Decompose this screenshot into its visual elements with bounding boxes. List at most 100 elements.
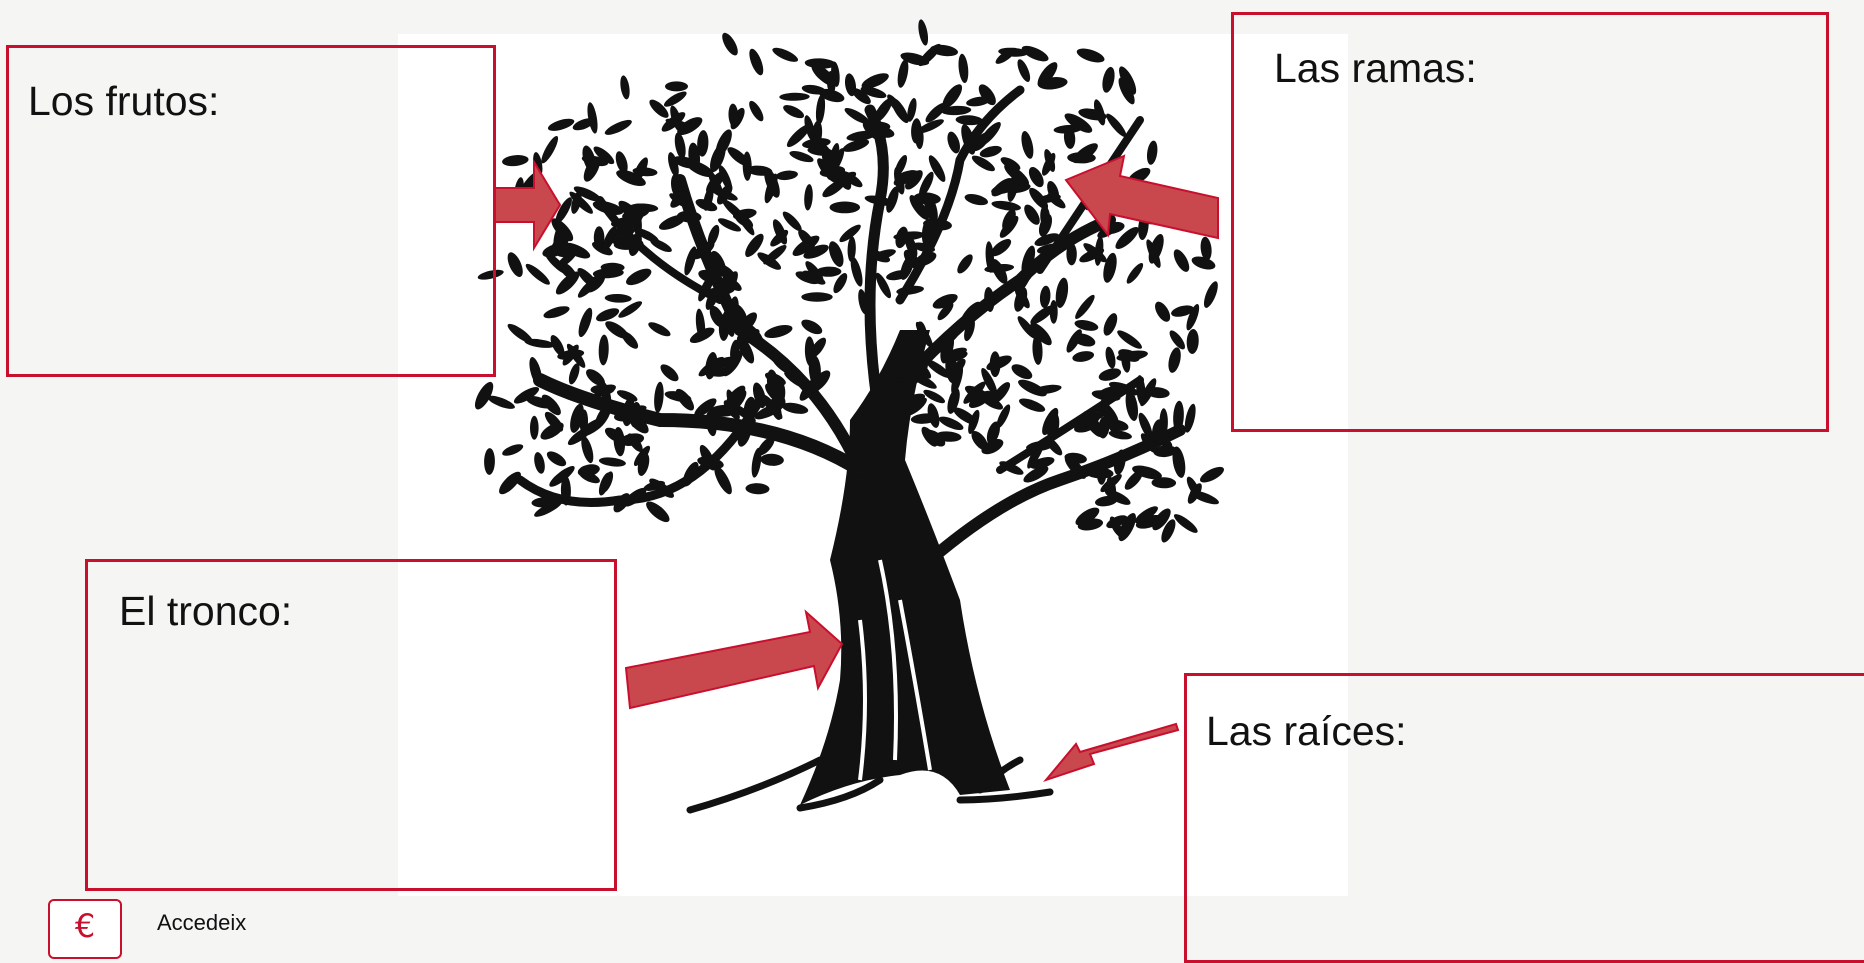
leaf bbox=[1017, 59, 1031, 82]
leaf bbox=[991, 200, 1021, 211]
euro-icon[interactable]: € bbox=[48, 899, 122, 959]
leaf bbox=[525, 263, 550, 285]
leaf bbox=[615, 151, 628, 174]
leaf bbox=[1074, 319, 1099, 331]
leaf bbox=[547, 118, 575, 131]
leaf bbox=[626, 268, 652, 286]
leaf bbox=[593, 146, 615, 165]
leaf bbox=[932, 293, 958, 309]
leaf bbox=[1063, 126, 1076, 149]
leaf bbox=[996, 404, 1011, 429]
leaf bbox=[955, 115, 983, 126]
leaf bbox=[876, 392, 901, 404]
leaf bbox=[499, 471, 521, 495]
leaf bbox=[828, 241, 844, 267]
leaf bbox=[811, 120, 823, 148]
leaf bbox=[587, 102, 598, 134]
leaf bbox=[602, 226, 617, 251]
leaf bbox=[1102, 66, 1115, 93]
leaf bbox=[930, 44, 958, 57]
leaf bbox=[914, 251, 937, 267]
leaf bbox=[1124, 470, 1143, 490]
leaf bbox=[904, 397, 927, 417]
leaf bbox=[957, 254, 973, 274]
leaf bbox=[637, 453, 650, 476]
leaf bbox=[737, 423, 752, 447]
leaf bbox=[860, 86, 887, 99]
leaf bbox=[986, 421, 1000, 445]
leaf bbox=[727, 147, 750, 167]
leaf bbox=[1066, 329, 1082, 353]
leaf bbox=[815, 94, 826, 125]
leaf bbox=[705, 411, 717, 437]
roots-label-box[interactable]: Las raíces: bbox=[1184, 673, 1864, 963]
leaf bbox=[947, 131, 960, 154]
leaf bbox=[477, 269, 504, 280]
leaf bbox=[604, 427, 625, 443]
branches-label-box[interactable]: Las ramas: bbox=[1231, 12, 1829, 432]
leaf bbox=[1172, 446, 1186, 478]
leaf bbox=[707, 224, 720, 247]
fruits-label-box[interactable]: Los frutos: bbox=[6, 45, 496, 377]
leaf bbox=[530, 415, 539, 440]
leaf bbox=[1029, 187, 1049, 210]
leaf bbox=[847, 236, 856, 263]
access-link[interactable]: Accedeix bbox=[157, 910, 247, 935]
leaf bbox=[1184, 403, 1196, 433]
leaf bbox=[649, 478, 675, 498]
leaf bbox=[840, 171, 863, 188]
leaf bbox=[1109, 516, 1124, 538]
leaf bbox=[581, 436, 594, 464]
leaf bbox=[708, 404, 740, 417]
leaf bbox=[1126, 262, 1144, 284]
arrows bbox=[493, 154, 1219, 783]
leaf bbox=[1173, 514, 1198, 533]
leaf bbox=[604, 119, 632, 135]
leaf bbox=[1027, 440, 1045, 469]
leaf bbox=[884, 381, 911, 393]
leaf bbox=[921, 426, 938, 447]
leaf bbox=[968, 390, 992, 408]
leaf bbox=[1037, 77, 1065, 90]
leaf bbox=[1173, 400, 1184, 433]
leaf bbox=[623, 487, 647, 507]
leaf bbox=[947, 388, 960, 414]
leaf bbox=[918, 19, 929, 46]
leaf bbox=[1169, 330, 1186, 350]
leaf bbox=[534, 500, 563, 517]
leaf bbox=[1134, 506, 1158, 524]
leaf bbox=[871, 125, 895, 138]
leaf bbox=[1098, 415, 1110, 439]
leaf bbox=[897, 59, 909, 88]
leaf bbox=[1186, 304, 1200, 331]
leaf bbox=[1153, 445, 1177, 458]
leaf bbox=[751, 447, 762, 478]
leaf bbox=[909, 195, 929, 220]
leaf bbox=[822, 179, 846, 198]
trunk-label-box[interactable]: El tronco: bbox=[85, 559, 617, 891]
leaf bbox=[1067, 152, 1096, 164]
leaf bbox=[513, 387, 540, 404]
leaf bbox=[991, 258, 1008, 284]
leaf bbox=[764, 324, 793, 339]
leaf bbox=[703, 186, 714, 211]
leaf bbox=[980, 394, 1004, 410]
leaf bbox=[921, 218, 934, 247]
leaf bbox=[709, 305, 725, 328]
leaf bbox=[842, 139, 870, 152]
leaf bbox=[1042, 407, 1059, 436]
leaf bbox=[1055, 277, 1069, 308]
leaf bbox=[1075, 294, 1095, 319]
leaf bbox=[978, 121, 1001, 147]
leaf bbox=[703, 365, 729, 377]
leaf bbox=[577, 464, 600, 477]
leaf bbox=[632, 167, 658, 177]
leaf bbox=[752, 382, 766, 409]
leaf bbox=[1029, 457, 1055, 469]
leaf bbox=[1075, 507, 1100, 526]
leaf bbox=[1039, 285, 1051, 309]
leaf bbox=[1119, 66, 1137, 95]
leaf bbox=[937, 302, 954, 321]
leaf bbox=[941, 323, 962, 346]
